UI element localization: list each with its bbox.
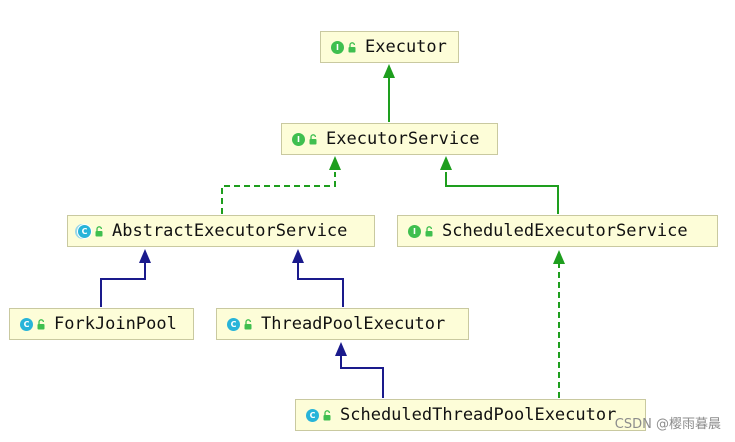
- arrowhead-thread-pool-executor: [335, 342, 347, 356]
- node-executor[interactable]: I Executor: [320, 31, 459, 63]
- node-executor-service[interactable]: I ExecutorService: [281, 123, 498, 155]
- node-label: ForkJoinPool: [54, 314, 177, 334]
- node-fork-join-pool[interactable]: C ForkJoinPool: [9, 308, 194, 340]
- arrowhead-abstract-executor-service-right: [292, 249, 304, 263]
- class-icon: C: [20, 317, 33, 331]
- node-scheduled-executor-service[interactable]: I ScheduledExecutorService: [397, 215, 718, 247]
- node-label: ScheduledThreadPoolExecutor: [340, 405, 617, 425]
- node-abstract-executor-service[interactable]: C AbstractExecutorService: [67, 215, 375, 247]
- edge-scheduled-thread-pool-executor-to-thread-pool-executor: [340, 356, 384, 398]
- interface-icon: I: [408, 224, 421, 238]
- edge-abstract-executor-service-to-executor-service: [221, 172, 336, 214]
- arrowhead-abstract-executor-service-left: [139, 249, 151, 263]
- node-label: Executor: [365, 37, 447, 57]
- node-label: ExecutorService: [326, 129, 480, 149]
- node-scheduled-thread-pool-executor[interactable]: C ScheduledThreadPoolExecutor: [295, 399, 646, 431]
- arrowhead-scheduled-executor-service: [553, 250, 565, 264]
- open-lock-icon: [244, 318, 252, 329]
- open-lock-icon: [348, 41, 356, 52]
- arrowhead-executor-service-left: [329, 156, 341, 170]
- watermark: CSDN @樱雨暮晨: [614, 417, 721, 432]
- interface-icon: I: [331, 40, 344, 54]
- open-lock-icon: [37, 318, 45, 329]
- node-label: ScheduledExecutorService: [442, 221, 688, 241]
- arrowhead-executor-service-right: [440, 156, 452, 170]
- node-thread-pool-executor[interactable]: C ThreadPoolExecutor: [216, 308, 469, 340]
- open-lock-icon: [425, 225, 433, 236]
- edge-scheduled-executor-service-to-executor-service: [445, 172, 559, 214]
- edge-fork-join-pool-to-abstract-executor-service: [100, 263, 146, 307]
- edge-thread-pool-executor-to-abstract-executor-service: [297, 263, 344, 307]
- interface-icon: I: [292, 132, 305, 146]
- class-icon: C: [306, 408, 319, 422]
- open-lock-icon: [323, 409, 331, 420]
- node-label: ThreadPoolExecutor: [261, 314, 446, 334]
- arrowhead-executor: [383, 64, 395, 78]
- open-lock-icon: [95, 225, 103, 236]
- class-icon: C: [227, 317, 240, 331]
- abstract-class-icon: C: [78, 224, 91, 238]
- open-lock-icon: [309, 133, 317, 144]
- node-label: AbstractExecutorService: [112, 221, 348, 241]
